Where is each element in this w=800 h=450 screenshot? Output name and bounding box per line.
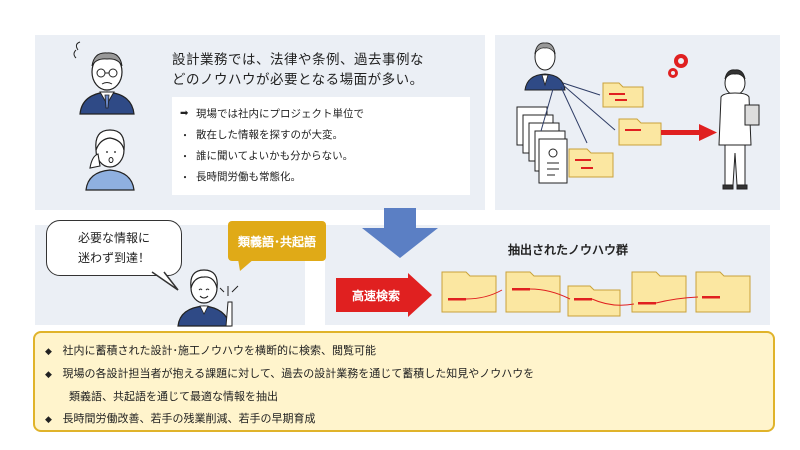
folder-connectors	[465, 288, 699, 306]
summary-box: ◆ 社内に蓄積された設計･施工ノウハウを横断的に検索、閲覧可能 ◆ 現場の各設計…	[33, 331, 775, 432]
list-item: ➡ 現場では社内にプロジェクト単位で	[180, 103, 462, 124]
summary-item: ◆ 現場の各設計担当者が抱える課題に対して、過去の設計業務を通じて蓄積した知見や…	[45, 363, 763, 386]
folder-icon	[602, 82, 644, 108]
list-item: ・長時間労働も常態化。	[180, 166, 462, 187]
bullet-icon: ・	[180, 173, 190, 184]
folder-icon	[505, 271, 561, 313]
searcher-man-icon	[524, 42, 566, 91]
red-arrow-icon	[661, 124, 717, 141]
list-item: ・散在した情報を探すのが大変。	[180, 124, 462, 145]
summary-item-continued: 類義語、共起語を通じて最適な情報を抽出	[45, 386, 763, 408]
summary-text: 現場の各設計担当者が抱える課題に対して、過去の設計業務を通じて蓄積した知見やノウ…	[62, 367, 535, 380]
diamond-icon: ◆	[45, 415, 52, 425]
list-item-text: 誰に聞いてよいかも分からない。	[196, 150, 354, 162]
worker-man-icon	[718, 69, 760, 190]
folder-icon	[618, 118, 662, 146]
bubble-tail	[151, 271, 179, 291]
synonym-tag: 類義語･共起語	[228, 221, 326, 261]
list-item-text: 散在した情報を探すのが大変。	[196, 129, 343, 141]
connector-arrows	[540, 82, 616, 144]
older-man-icon	[73, 41, 135, 115]
search-arrow-icon	[336, 273, 432, 317]
folder-icon	[568, 148, 614, 178]
down-arrow-icon	[362, 208, 438, 258]
list-item: ・誰に聞いてよいかも分からない。	[180, 145, 462, 166]
bullet-icon: ・	[180, 152, 190, 163]
heading-line-2: どのノウハウが必要となる場面が多い。	[172, 72, 424, 88]
summary-item: ◆ 社内に蓄積された設計･施工ノウハウを横断的に検索、閲覧可能	[45, 340, 763, 363]
knowhow-folders	[441, 271, 751, 317]
folder-icon	[567, 285, 621, 317]
bullet-icon: ・	[180, 131, 190, 142]
gear-icon	[668, 54, 688, 78]
document-stack-icon	[516, 106, 568, 184]
summary-item: ◆ 長時間労働改善、若手の残業削減、若手の早期育成	[45, 408, 763, 431]
folder-icon	[441, 271, 497, 313]
arrow-icon: ➡	[180, 108, 189, 119]
diamond-icon: ◆	[45, 347, 52, 357]
bubble-line-2: 迷わず到達！	[77, 251, 150, 265]
worried-woman-icon	[85, 129, 135, 191]
list-item-text: 長時間労働も常態化。	[196, 171, 301, 183]
speech-bubble: 必要な情報に 迷わず到達！	[46, 220, 182, 276]
folder-icon	[631, 271, 687, 313]
search-flow-illustration	[516, 42, 760, 190]
knowhow-title: 抽出されたノウハウ群	[508, 243, 629, 257]
summary-text: 長時間労働改善、若手の残業削減、若手の早期育成	[62, 412, 316, 425]
search-label: 高速検索	[351, 288, 400, 303]
folder-icon	[695, 271, 751, 313]
list-item-text: 現場では社内にプロジェクト単位で	[196, 108, 364, 120]
summary-text: 類義語、共起語を通じて最適な情報を抽出	[69, 390, 278, 403]
heading-line-1: 設計業務では、法律や条例、過去事例な	[172, 52, 424, 68]
summary-text: 社内に蓄積された設計･施工ノウハウを横断的に検索、閲覧可能	[62, 344, 377, 357]
bubble-line-1: 必要な情報に	[77, 231, 150, 245]
pointing-woman-icon	[177, 269, 239, 327]
problem-list: ➡現場では社内にプロジェクト単位で ・散在した情報を探すのが大変。 ・誰に聞いて…	[172, 97, 470, 195]
diamond-icon: ◆	[45, 370, 52, 380]
tag-tail	[238, 259, 254, 271]
